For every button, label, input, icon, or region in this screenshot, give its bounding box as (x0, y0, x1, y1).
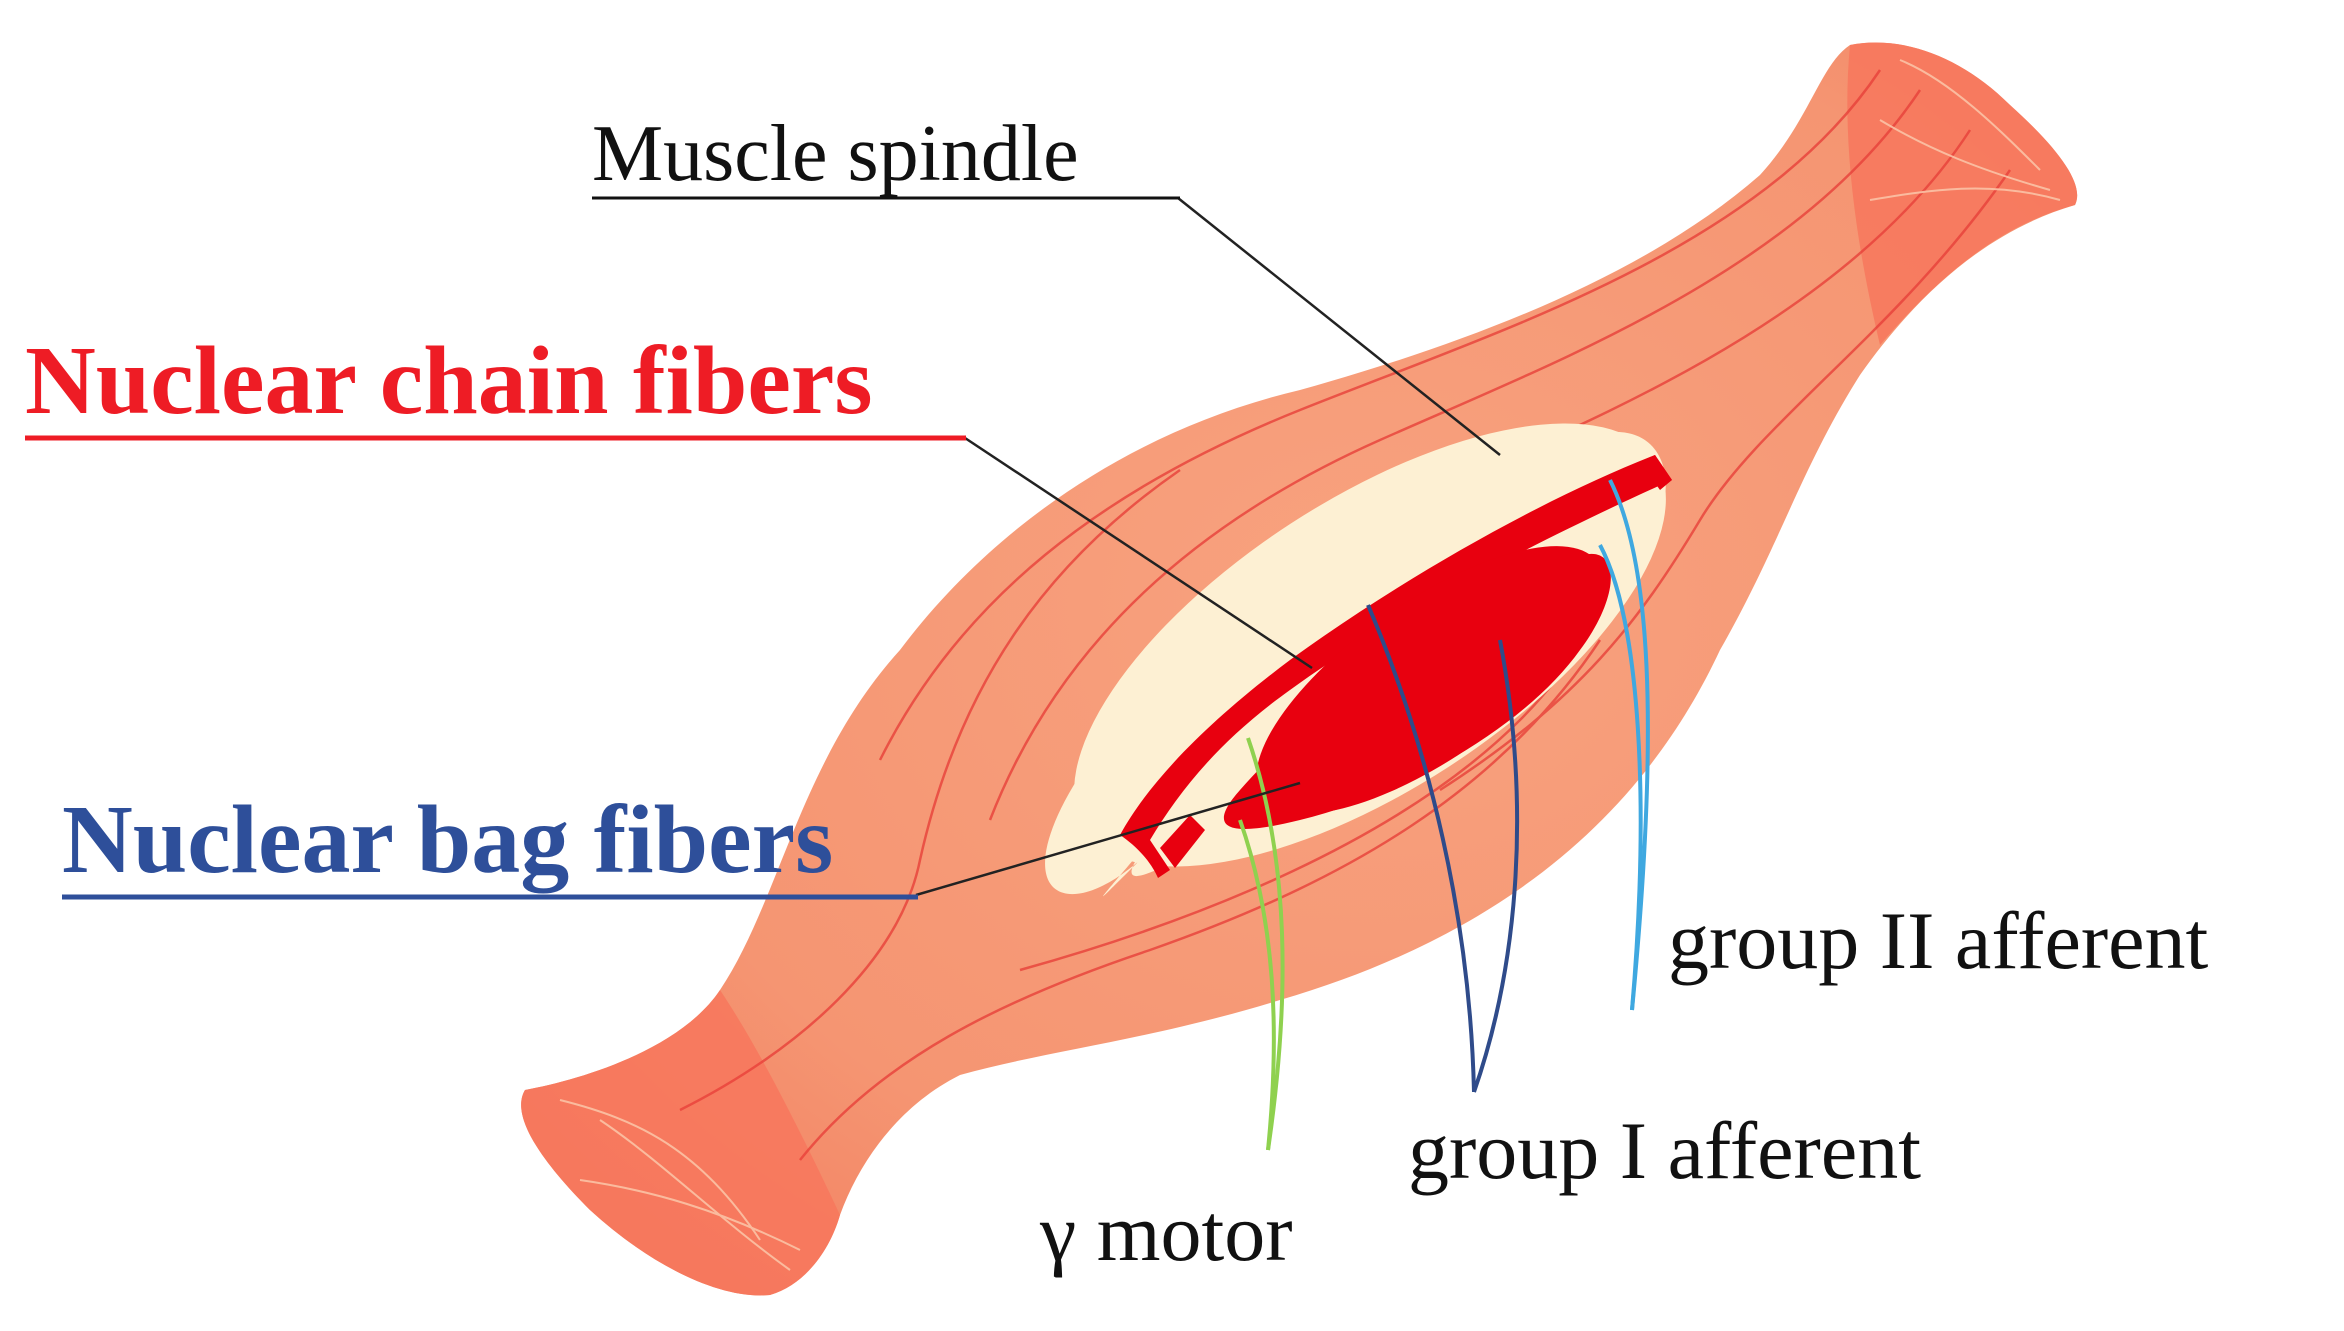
nuclear-bag-label: Nuclear bag fibers (62, 786, 833, 894)
upper-tendon (1847, 42, 2078, 345)
nuclear-bag-fiber-body (1256, 546, 1604, 814)
nuclear-chain-label: Nuclear chain fibers (25, 327, 872, 435)
group-ii-afferent-label: group II afferent (1668, 895, 2209, 986)
nuclear-chain-fiber-lower-tip (1160, 815, 1205, 868)
nuclear-chain-fiber-upper (1640, 455, 1672, 490)
group-ii-afferent-nerve (1598, 479, 1650, 1011)
gamma-motor-label: γ motor (1039, 1187, 1293, 1278)
group-i-afferent-nerve (1366, 604, 1520, 1093)
gamma-motor-nerve (1238, 737, 1285, 1151)
muscle-spindle-label: Muscle spindle (592, 110, 1079, 198)
group-i-afferent-label: group I afferent (1408, 1105, 1921, 1196)
tendon-lines (559, 59, 2061, 1271)
leader-lines (915, 197, 1501, 897)
lower-tendon (521, 990, 840, 1296)
